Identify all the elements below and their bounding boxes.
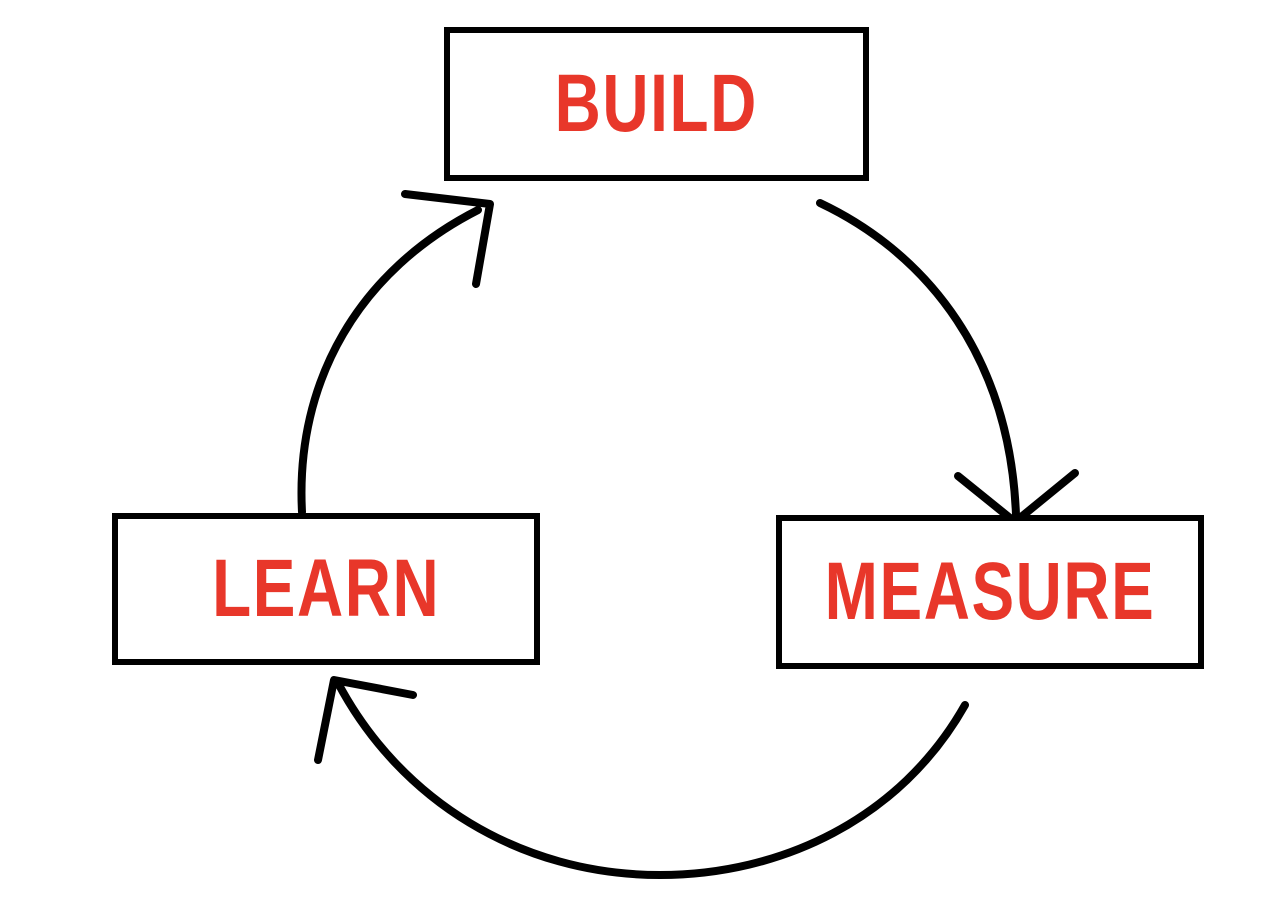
build-box: BUILD bbox=[444, 27, 869, 181]
arrowhead-learn bbox=[314, 676, 417, 764]
measure-label: MEASURE bbox=[824, 546, 1156, 637]
arrow-build-to-measure bbox=[816, 199, 1020, 519]
arrowhead-build bbox=[401, 190, 494, 288]
learn-box: LEARN bbox=[112, 513, 540, 665]
measure-box: MEASURE bbox=[776, 515, 1204, 669]
learn-label: LEARN bbox=[211, 543, 441, 634]
build-label: BUILD bbox=[554, 58, 759, 149]
arrow-measure-to-learn bbox=[334, 679, 969, 879]
arrow-learn-to-build bbox=[297, 206, 482, 516]
